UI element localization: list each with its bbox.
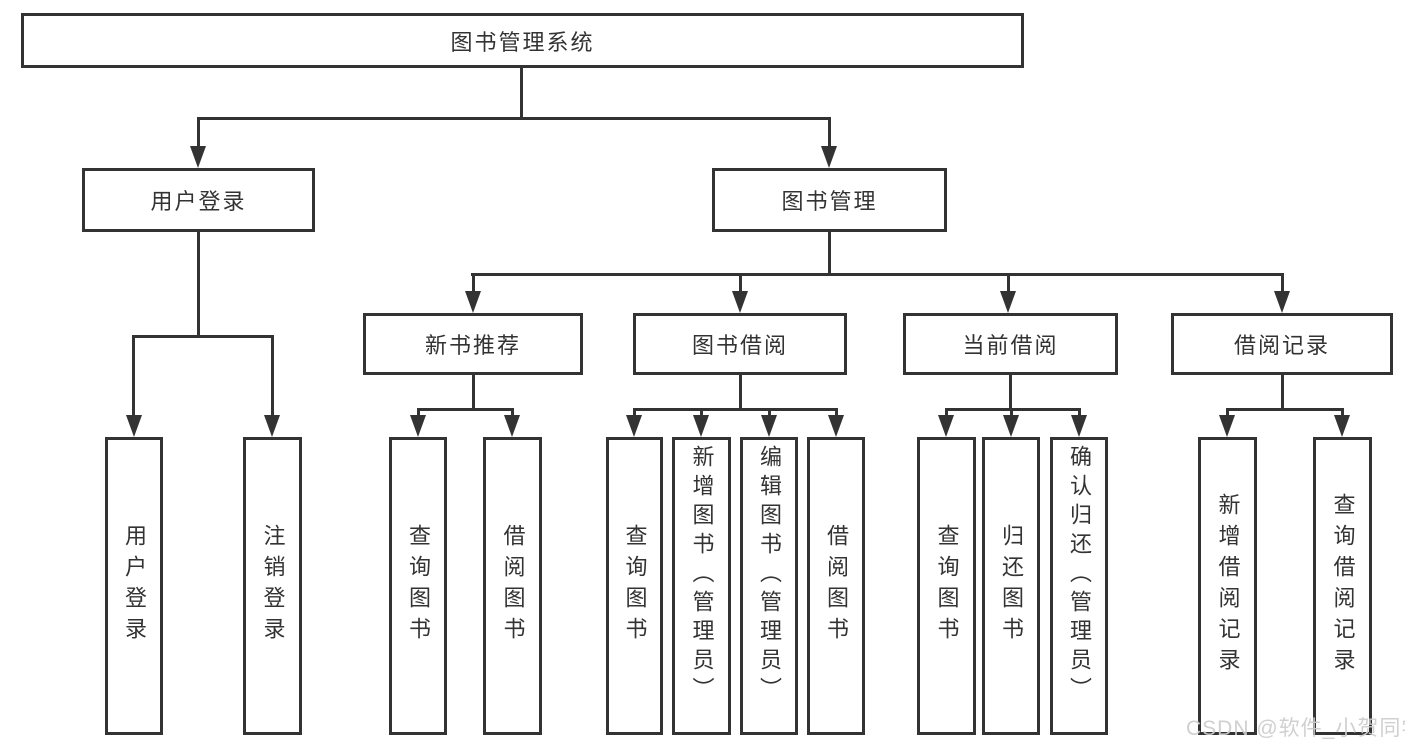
node-label: 用户登录 [150,189,247,214]
edge-line [700,408,703,420]
arrowhead-down [938,415,954,437]
node-label: 图书借阅 [691,333,788,358]
edge-line [739,273,742,295]
leaf-return-books: 归还图书 [982,437,1040,735]
leaf-query-books-recommend: 查询图书 [389,437,447,735]
edge-line [271,335,274,420]
node-label: 查询图书 [622,524,648,648]
node-label: 借阅记录 [1233,333,1330,358]
arrowhead-down [693,415,709,437]
edge-line [1078,408,1081,420]
edge-line [1009,375,1012,411]
node-label: 查询图书 [406,524,431,648]
node-label: 新书推荐 [424,333,521,358]
node-label: 借阅图书 [500,524,526,648]
node-borrow-records: 借阅记录 [1171,313,1393,375]
node-new-book-recommend: 新书推荐 [363,313,583,375]
leaf-query-books-current: 查询图书 [917,437,976,735]
edge-line [417,408,514,411]
node-user-login: 用户登录 [82,168,315,232]
edge-line [520,68,523,120]
node-label: 新增借阅记录 [1215,493,1241,679]
edge-line [471,273,1284,276]
node-book-borrowing: 图书借阅 [633,313,847,375]
edge-line [197,117,200,150]
edge-line [739,375,742,411]
edge-line [511,408,514,420]
leaf-edit-books-admin: 编辑图书（管理员） [740,437,798,735]
arrowhead-down [732,291,748,313]
edge-line [1281,375,1284,411]
edge-line [417,408,420,420]
node-label: 图书管理 [781,189,878,214]
edge-line [1007,273,1010,295]
node-label: 当前借阅 [962,333,1059,358]
arrowhead-down [761,415,777,437]
leaf-query-borrow-record: 查询借阅记录 [1313,437,1372,735]
arrowhead-down [126,415,142,437]
node-current-borrowing: 当前借阅 [903,313,1118,375]
node-label: 借阅图书 [824,524,849,648]
arrowhead-down [190,146,206,168]
leaf-query-books-borrowing: 查询图书 [606,437,663,735]
leaf-borrow-books-recommend: 借阅图书 [483,437,542,735]
leaf-logout: 注销登录 [243,437,302,735]
leaf-user-login: 用户登录 [105,437,163,735]
arrowhead-down [828,415,844,437]
node-label: 查询图书 [934,524,960,648]
leaf-add-borrow-record: 新增借阅记录 [1198,437,1257,735]
node-label: 用户登录 [122,524,147,648]
leaf-add-books-admin: 新增图书（管理员） [672,437,731,735]
node-label: 新增图书（管理员） [689,445,715,706]
edge-line [633,408,636,420]
edge-line [1226,408,1344,411]
node-label: 图书管理系统 [450,29,595,55]
node-label: 编辑图书（管理员） [757,445,782,706]
edge-line [132,335,274,338]
node-label: 查询借阅记录 [1330,493,1356,679]
arrowhead-down [1003,415,1019,437]
node-label: 注销登录 [260,524,286,648]
arrowhead-down [1334,415,1350,437]
edge-line [945,408,948,420]
edge-line [197,232,200,338]
arrowhead-down [410,415,426,437]
arrowhead-down [821,146,837,168]
edge-line [1281,273,1284,295]
watermark-text: CSDN @软件_小贺同学 [1186,717,1405,740]
arrowhead-down [1219,415,1235,437]
edge-line [472,273,475,295]
edge-line [1226,408,1229,420]
arrowhead-down [504,415,520,437]
edge-line [945,408,1081,411]
leaf-borrow-books-borrowing: 借阅图书 [807,437,865,735]
edge-line [633,408,838,411]
arrowhead-down [264,415,280,437]
edge-line [828,232,831,276]
edge-line [197,117,831,120]
arrowhead-down [465,291,481,313]
node-library-system: 图书管理系统 [21,13,1024,68]
arrowhead-down [626,415,642,437]
node-label: 归还图书 [999,524,1024,648]
edge-line [1010,408,1013,420]
arrowhead-down [1000,291,1016,313]
leaf-confirm-return-admin: 确认归还（管理员） [1050,437,1108,735]
arrowhead-down [1274,291,1290,313]
node-book-management: 图书管理 [712,168,947,232]
edge-line [835,408,838,420]
edge-line [828,117,831,150]
edge-line [132,335,135,420]
arrowhead-down [1071,415,1087,437]
node-label: 确认归还（管理员） [1067,445,1092,706]
edge-line [472,375,475,411]
edge-line [1341,408,1344,420]
edge-line [768,408,771,420]
